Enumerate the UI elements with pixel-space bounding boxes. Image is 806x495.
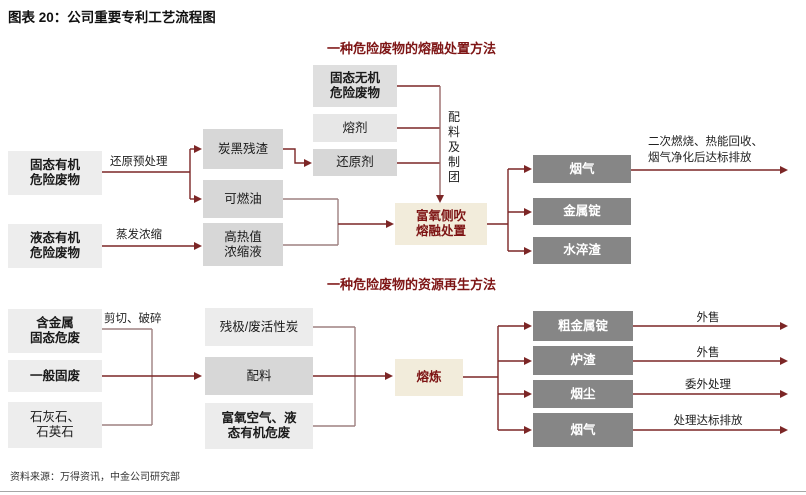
node-general-solid-waste: 一般固废: [8, 360, 102, 392]
node-crude-metal-ingot: 粗金属锭: [533, 311, 633, 341]
diagram2-subtitle: 一种危险废物的资源再生方法: [327, 277, 497, 292]
edge-label-shear-crush: 剪切、破碎: [104, 313, 162, 325]
node-flue-gas: 烟气: [533, 155, 631, 183]
connector-path: [102, 328, 153, 426]
node-liquid-organic-hazardous-waste: 液态有机 危险废物: [8, 224, 102, 268]
node-carbon-black-residue: 炭黑残渣: [203, 129, 283, 169]
edge-label-flue-gas-outcome: 二次燃烧、热能回收、 烟气净化后达标排放: [648, 136, 763, 164]
figure-title: 图表 20：公司重要专利工艺流程图: [8, 10, 216, 25]
node-combustible-oil: 可燃油: [203, 180, 283, 218]
edge-label-sell-2: 外售: [696, 347, 720, 359]
connector-path: [487, 169, 509, 251]
node-oxygen-air-liquid-organic-hazwaste: 富氧空气、液 态有机危废: [205, 403, 313, 449]
node-oxygen-side-blown-melting-disposal: 富氧侧吹 熔融处置: [395, 203, 487, 245]
edge-label-sell-1: 外售: [696, 312, 720, 324]
node-metal-bearing-solid-hazwaste: 含金属 固态危废: [8, 309, 102, 353]
source-note: 资料来源：万得资讯，中金公司研究部: [10, 472, 180, 483]
node-flux: 熔剂: [313, 114, 397, 142]
node-metal-ingot: 金属锭: [533, 198, 631, 225]
connector-path: [313, 326, 356, 427]
edge-label-outsourced-treatment: 委外处理: [685, 379, 731, 391]
node-smelting: 熔炼: [395, 359, 463, 396]
node-dust: 烟尘: [533, 380, 633, 408]
connector-path: [283, 148, 312, 167]
diagram1-subtitle: 一种危险废物的熔融处置方法: [327, 41, 497, 56]
node-batching: 配料: [205, 357, 313, 395]
edge-label-evaporation-concentration: 蒸发浓缩: [116, 229, 162, 241]
connector-path: [397, 85, 440, 164]
node-solid-inorganic-hazardous-waste: 固态无机 危险废物: [313, 65, 397, 107]
edge-label-treated-standard-discharge: 处理达标排放: [673, 415, 743, 427]
edge-label-batching-briquetting: 配料及制团: [447, 110, 460, 184]
node-flue-gas-2: 烟气: [533, 413, 633, 447]
node-residual-anode-waste-carbon: 残极/废活性炭: [205, 308, 313, 346]
node-furnace-slag: 炉渣: [533, 346, 633, 375]
connector-path: [283, 198, 339, 246]
bottom-divider: [0, 491, 806, 492]
node-high-heat-concentrate: 高热值 浓缩液: [203, 223, 283, 266]
node-limestone-quartz: 石灰石、 石英石: [8, 402, 102, 448]
edge-label-reduction-pretreatment: 还原预处理: [110, 156, 168, 168]
connector-path: [463, 326, 499, 430]
node-water-quenched-slag: 水淬渣: [533, 237, 631, 264]
node-solid-organic-hazardous-waste: 固态有机 危险废物: [8, 151, 102, 195]
node-reducing-agent: 还原剂: [313, 149, 397, 176]
